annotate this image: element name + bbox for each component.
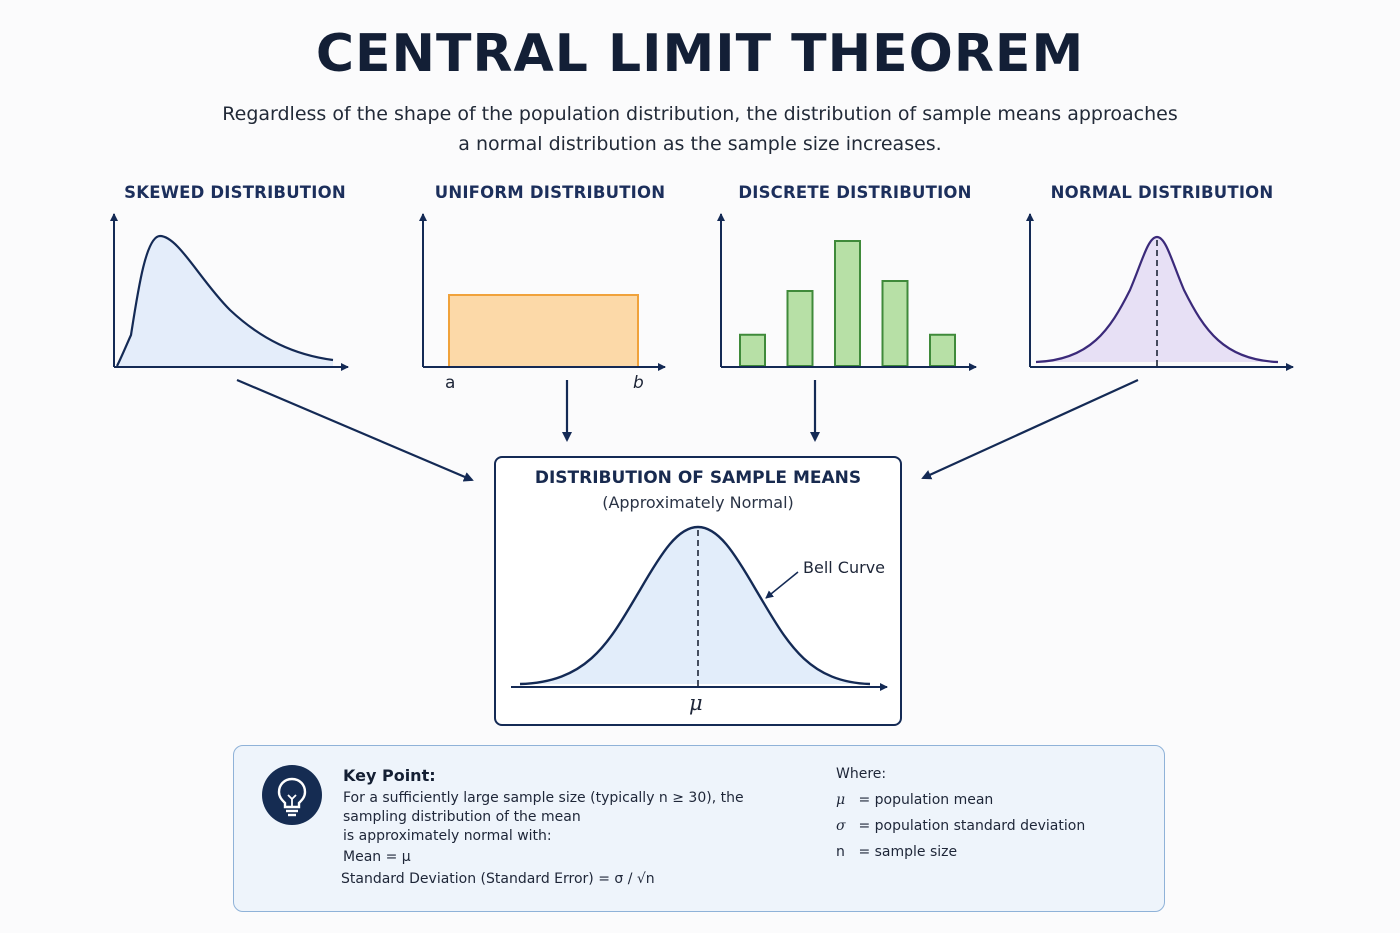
bell-curve-label: Bell Curve xyxy=(803,558,885,577)
normal-curve xyxy=(1035,235,1279,364)
lightbulb-icon xyxy=(262,765,322,825)
where-symbol-sigma: σ xyxy=(836,818,846,834)
where-text-sigma: = population standard deviation xyxy=(858,818,1086,834)
connector-arrows xyxy=(236,378,1139,482)
uniform-rect xyxy=(448,294,639,368)
where-text-n: = sample size xyxy=(858,844,958,860)
where-symbol-n: n xyxy=(836,844,845,860)
where-item-mu: μ = population mean xyxy=(836,792,993,808)
page-subtitle: Regardless of the shape of the populatio… xyxy=(200,99,1200,159)
discrete-distribution-label: DISCRETE DISTRIBUTION xyxy=(738,183,972,202)
sample-means-chart xyxy=(511,525,888,691)
bell-curve-pointer xyxy=(765,571,799,599)
normal-distribution-chart xyxy=(1026,213,1294,371)
key-point-line-1: For a sufficiently large sample size (ty… xyxy=(343,790,744,806)
discrete-distribution-chart xyxy=(717,213,977,371)
discrete-bar xyxy=(786,290,814,367)
where-item-n: n = sample size xyxy=(836,844,957,860)
where-symbol-mu: μ xyxy=(836,792,846,808)
discrete-bar xyxy=(929,333,956,367)
skewed-distribution-chart xyxy=(110,213,349,371)
key-point-panel xyxy=(233,745,1165,912)
sample-means-subtitle: (Approximately Normal) xyxy=(602,493,794,512)
key-point-line-3: is approximately normal with: xyxy=(343,828,552,844)
uniform-axis-a: a xyxy=(445,373,456,393)
arrow-from-normal xyxy=(921,378,1139,480)
mu-axis-label: μ xyxy=(689,691,703,715)
bell-fill xyxy=(520,527,870,684)
normal-fill xyxy=(1036,237,1278,362)
subtitle-line-2: a normal distribution as the sample size… xyxy=(458,133,942,155)
where-item-sigma: σ = population standard deviation xyxy=(836,818,1085,834)
discrete-bar xyxy=(834,240,861,367)
skewed-fill xyxy=(117,236,333,366)
uniform-axis-b: b xyxy=(633,373,644,393)
discrete-bar xyxy=(881,280,909,367)
uniform-distribution-label: UNIFORM DISTRIBUTION xyxy=(434,183,666,202)
subtitle-line-1: Regardless of the shape of the populatio… xyxy=(222,103,1178,125)
page-title: CENTRAL LIMIT THEOREM xyxy=(315,24,1085,84)
where-text-mu: = population mean xyxy=(858,792,994,808)
key-point-title: Key Point: xyxy=(343,766,436,785)
bell-curve xyxy=(519,525,871,686)
key-point-sd: Standard Deviation (Standard Error) = σ … xyxy=(341,871,655,887)
sample-means-title: DISTRIBUTION OF SAMPLE MEANS xyxy=(534,468,862,488)
uniform-distribution-chart xyxy=(419,213,666,371)
where-heading: Where: xyxy=(836,766,887,782)
discrete-bar xyxy=(739,333,766,367)
skewed-distribution-label: SKEWED DISTRIBUTION xyxy=(124,183,346,202)
key-point-line-2: sampling distribution of the mean xyxy=(343,809,581,825)
key-point-mean: Mean = μ xyxy=(343,849,411,865)
normal-distribution-label: NORMAL DISTRIBUTION xyxy=(1050,183,1274,202)
arrow-from-skewed xyxy=(236,378,474,482)
skewed-curve xyxy=(116,234,334,367)
